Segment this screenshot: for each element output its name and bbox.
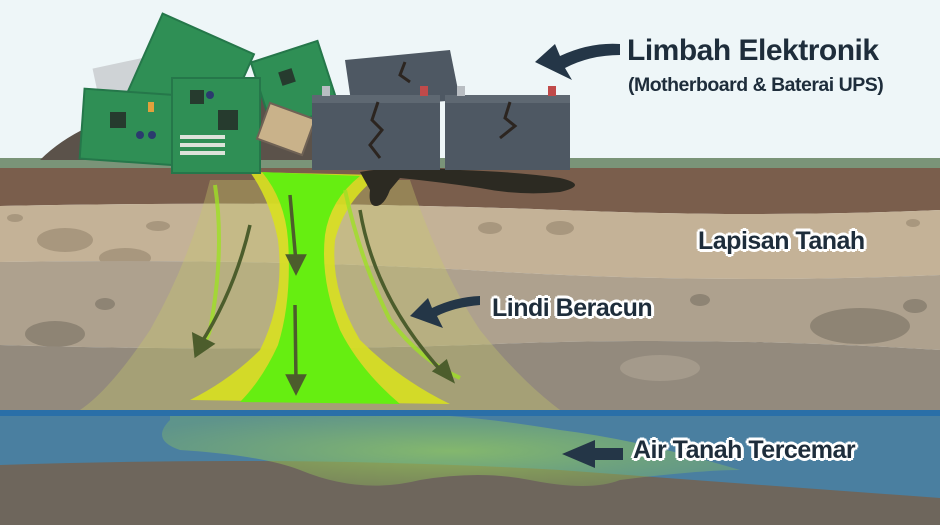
slot	[180, 143, 225, 147]
pebble	[95, 298, 115, 310]
battery-terminal	[457, 86, 465, 96]
pointer-arrows	[410, 43, 623, 468]
soil-layer-label: Lapisan Tanah	[698, 227, 865, 255]
sand-layer	[0, 203, 940, 279]
battery-lid	[312, 95, 440, 103]
pebble	[546, 221, 574, 235]
pebble	[25, 321, 85, 347]
cracked-ups-batteries	[312, 50, 570, 170]
crack	[368, 101, 385, 159]
pebble	[906, 219, 920, 227]
capacitor	[206, 91, 214, 99]
flow-arrows	[191, 194, 456, 396]
toxic-leachate-flow	[240, 172, 400, 404]
water-table-line	[0, 410, 940, 416]
chip	[190, 90, 204, 104]
groundwater-pointer-arrow	[562, 440, 623, 468]
slot	[180, 151, 225, 155]
capacitor	[148, 131, 156, 139]
motherboard	[78, 87, 181, 167]
pebble	[810, 308, 910, 344]
component	[148, 102, 154, 112]
polluted-groundwater-label: Air Tanah Tercemar	[633, 436, 856, 464]
slot	[180, 135, 225, 139]
contaminated-groundwater-plume	[162, 416, 740, 486]
crack	[499, 101, 518, 140]
toxic-leachate-label: Lindi Beracun	[492, 294, 653, 322]
pebble	[37, 228, 93, 252]
chip	[218, 110, 238, 130]
capacitor	[136, 131, 144, 139]
chip	[278, 68, 296, 86]
crack	[398, 61, 411, 84]
battery-terminal	[420, 86, 428, 96]
bedrock-layer	[0, 461, 940, 525]
pebble	[478, 222, 502, 234]
power-supply-scrap	[255, 101, 317, 157]
diagram-title: Limbah Elektronik	[627, 34, 879, 67]
battery-terminal	[322, 86, 330, 96]
diagram-subtitle: (Motherboard & Baterai UPS)	[628, 74, 884, 96]
leachate-pointer-arrow	[410, 296, 480, 328]
chip	[110, 112, 126, 128]
pebble	[690, 294, 710, 306]
pebble	[620, 355, 700, 381]
motherboard	[171, 77, 261, 174]
battery-lid	[445, 95, 570, 103]
topsoil-layer	[0, 168, 940, 214]
pebble	[146, 221, 170, 231]
battery-terminal	[548, 86, 556, 96]
pebble	[903, 299, 927, 313]
battery-acid-spill	[360, 167, 575, 206]
pebble	[7, 214, 23, 222]
battery-back	[345, 50, 460, 108]
waste-pointer-arrow	[535, 43, 620, 80]
